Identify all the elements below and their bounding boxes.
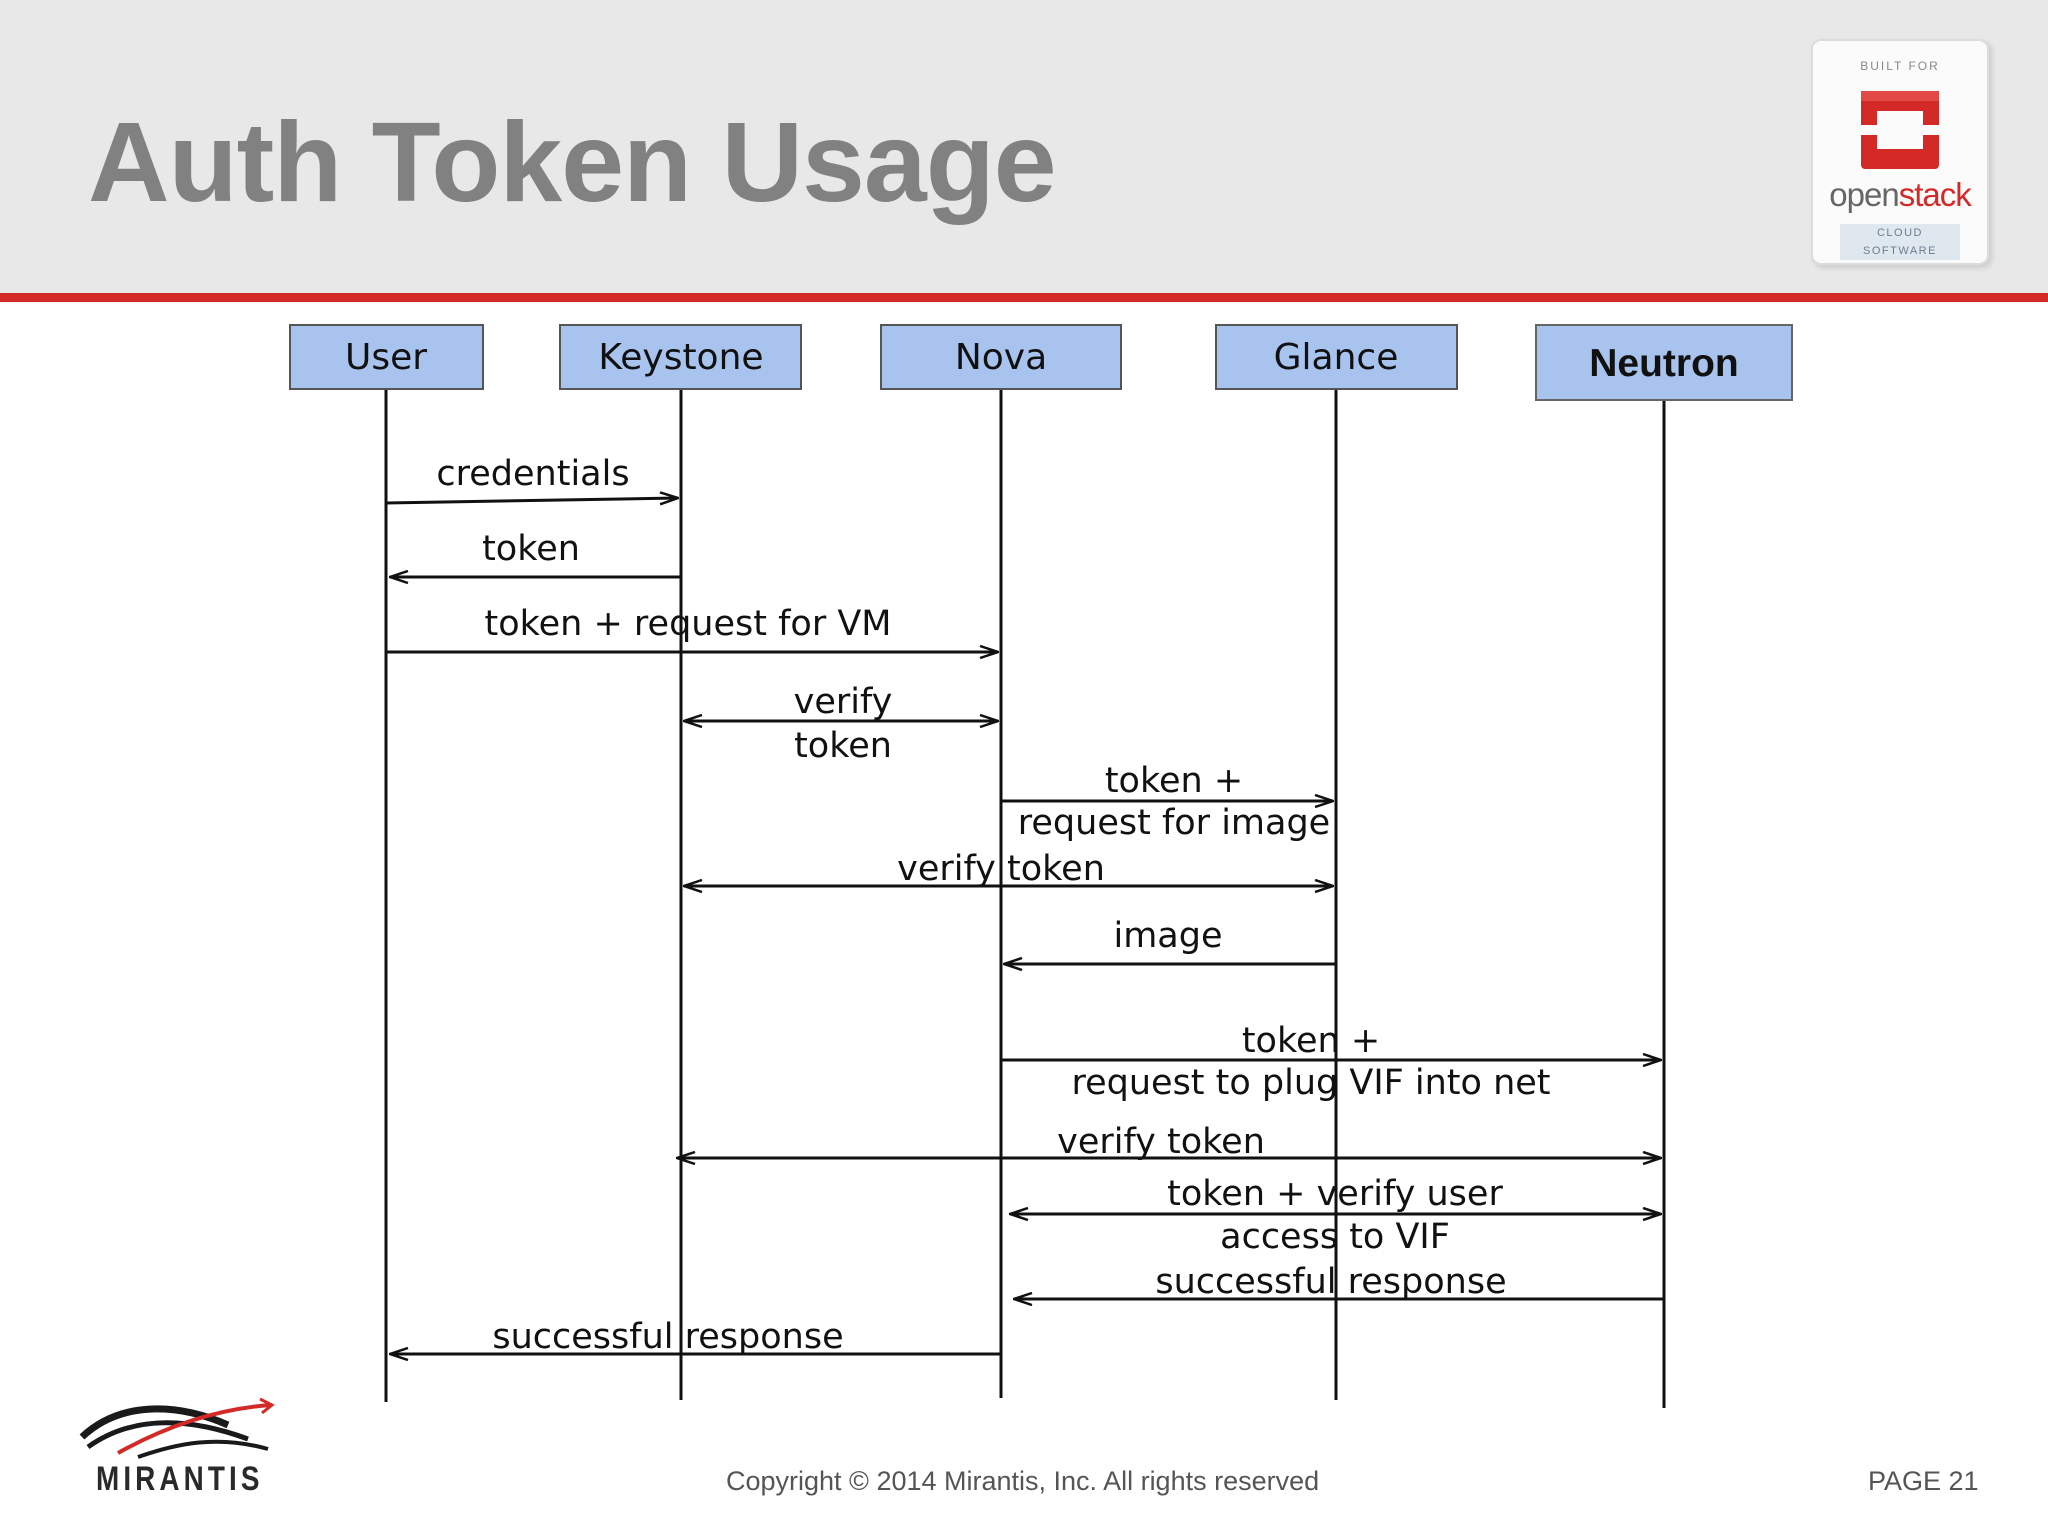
header-divider xyxy=(0,293,2048,302)
message-label-request-image: request for image xyxy=(1018,803,1330,843)
actor-label-user: User xyxy=(345,337,427,378)
message-label-successful-user: successful response xyxy=(492,1317,843,1357)
actor-box-neutron xyxy=(1535,324,1793,401)
message-arrow-credentials xyxy=(385,498,678,503)
badge-tagline: CLOUD SOFTWARE xyxy=(1840,224,1960,260)
actor-label-neutron: Neutron xyxy=(1589,342,1739,385)
message-label-token: token xyxy=(482,529,580,569)
message-label-token-plus-glance: token + xyxy=(1105,761,1243,801)
badge-brand-open: open xyxy=(1829,176,1899,213)
message-label-access-vif: access to VIF xyxy=(1220,1217,1450,1257)
message-label-plug-vif: request to plug VIF into net xyxy=(1071,1063,1550,1103)
actor-label-nova: Nova xyxy=(955,337,1047,378)
mirantis-logo-icon xyxy=(79,1397,275,1459)
actor-box-nova xyxy=(880,324,1122,390)
message-label-request-vm: token + request for VM xyxy=(484,604,891,644)
mirantis-wordmark: MIRANTIS xyxy=(96,1460,264,1498)
page-number: PAGE 21 xyxy=(1868,1466,1979,1496)
message-label-credentials: credentials xyxy=(436,454,629,494)
badge-brand: openstack xyxy=(1813,176,1987,214)
openstack-badge: BUILT FOR openstack CLOUD SOFTWARE xyxy=(1811,39,1989,265)
actor-box-user xyxy=(289,324,484,390)
header-band xyxy=(0,0,2048,293)
message-label-verify-token-neutron: verify token xyxy=(1057,1122,1265,1162)
message-label-verify-token-line2: token xyxy=(794,726,892,766)
badge-built-for: BUILT FOR xyxy=(1860,59,1940,73)
message-label-verify: verify xyxy=(794,682,893,722)
slide-title: Auth Token Usage xyxy=(88,99,1057,225)
message-label-verify-token-glance: verify token xyxy=(897,849,1105,889)
message-label-token-plus-neutron: token + xyxy=(1242,1021,1380,1061)
badge-brand-stack: stack xyxy=(1898,176,1972,213)
message-label-verify-user: token + verify user xyxy=(1167,1174,1503,1214)
message-label-image: image xyxy=(1113,916,1222,956)
copyright-text: Copyright © 2014 Mirantis, Inc. All righ… xyxy=(726,1466,1320,1496)
openstack-cube-icon xyxy=(1861,91,1939,169)
actor-label-glance: Glance xyxy=(1274,337,1399,378)
actor-label-keystone: Keystone xyxy=(598,337,763,378)
message-label-successful-neutron: successful response xyxy=(1155,1262,1506,1302)
actor-box-keystone xyxy=(559,324,802,390)
actor-box-glance xyxy=(1215,324,1458,390)
